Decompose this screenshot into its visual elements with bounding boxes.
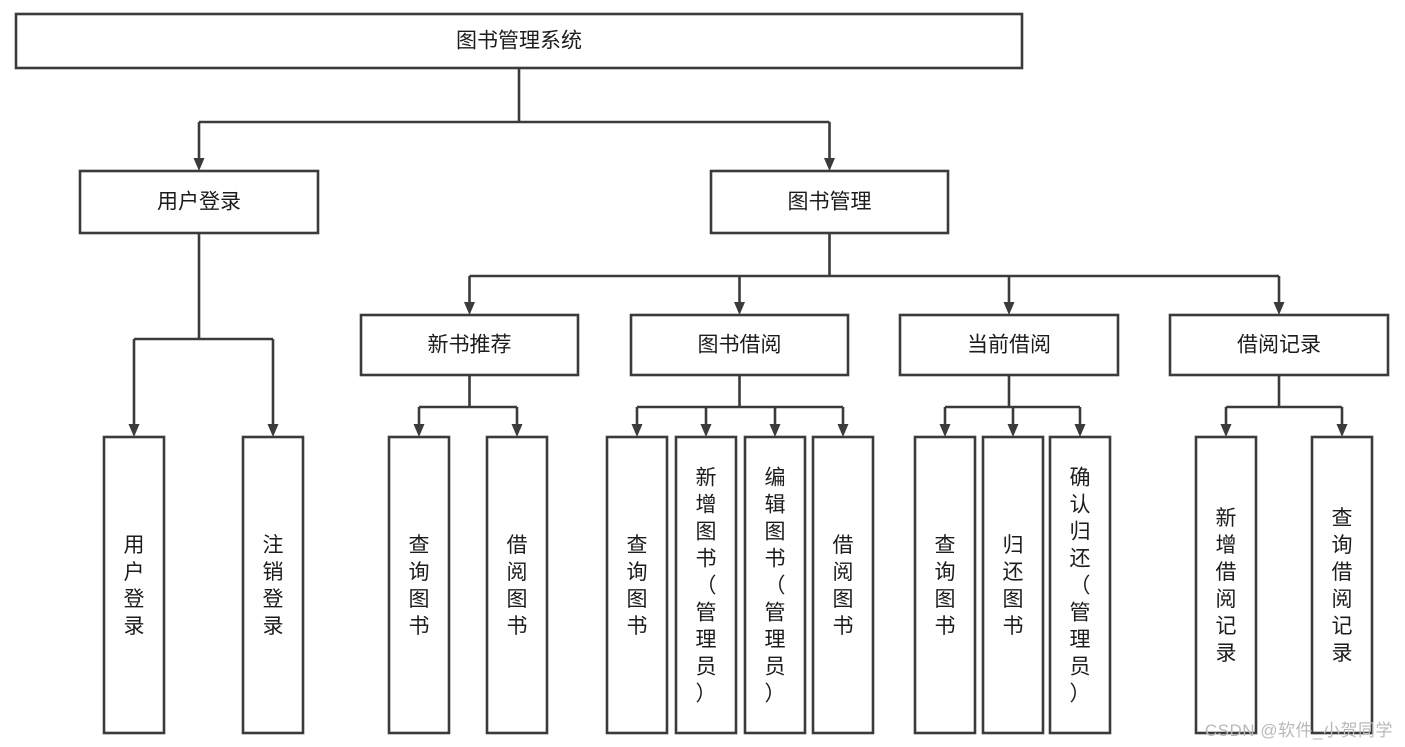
node-box-n_current_borrow[interactable] <box>898 313 1120 377</box>
node-root[interactable]: 图书管理系统 <box>14 12 1024 70</box>
node-box-l_logout[interactable] <box>241 435 305 735</box>
edge-arrowhead <box>193 158 205 171</box>
edge-arrowhead <box>1273 302 1285 315</box>
edge-arrowhead <box>413 424 425 437</box>
node-box-l_user_login[interactable] <box>102 435 166 735</box>
node-box-n_user_login[interactable] <box>78 169 320 235</box>
edge-arrowhead <box>769 424 781 437</box>
node-l_borrow_book_1[interactable]: 借阅图书 <box>485 435 549 735</box>
node-label-n_borrow_record: 借阅记录 <box>1237 334 1321 357</box>
edge-arrowhead <box>700 424 712 437</box>
edge-layer <box>128 68 1348 437</box>
edge-group <box>631 375 849 437</box>
edge-arrowhead <box>824 158 835 171</box>
edge-arrowhead <box>631 424 643 437</box>
node-label-n_book_borrow: 图书借阅 <box>698 334 782 357</box>
edge-arrowhead <box>267 424 279 437</box>
node-box-l_query_record[interactable] <box>1310 435 1374 735</box>
node-box-l_query_book_3[interactable] <box>913 435 977 735</box>
node-label-l_borrow_book_2: 借阅图书 <box>833 534 854 638</box>
edge-arrowhead <box>939 424 951 437</box>
node-n_borrow_record[interactable]: 借阅记录 <box>1168 313 1390 377</box>
node-box-n_book_mgmt[interactable] <box>709 169 950 235</box>
node-box-l_add_record[interactable] <box>1194 435 1258 735</box>
node-l_add_record[interactable]: 新增借阅记录 <box>1194 435 1258 735</box>
edge-arrowhead <box>1336 424 1348 437</box>
node-label-l_query_book_1: 查询图书 <box>409 534 430 638</box>
node-label-l_add_record: 新增借阅记录 <box>1216 507 1237 665</box>
edge-arrowhead <box>837 424 849 437</box>
node-label-l_logout: 注销登录 <box>263 534 284 638</box>
node-box-l_return_book[interactable] <box>981 435 1045 735</box>
edge-arrowhead <box>734 302 745 315</box>
node-label-root: 图书管理系统 <box>456 30 582 53</box>
edge-group <box>464 233 1285 315</box>
node-label-l_user_login: 用户登录 <box>124 534 145 638</box>
node-box-n_borrow_record[interactable] <box>1168 313 1390 377</box>
node-label-n_current_borrow: 当前借阅 <box>967 334 1051 357</box>
edge-arrowhead <box>1003 302 1015 315</box>
node-box-l_edit_book[interactable] <box>743 435 807 735</box>
edge-group <box>128 233 279 437</box>
node-box-l_borrow_book_1[interactable] <box>485 435 549 735</box>
node-label-l_query_book_2: 查询图书 <box>627 534 648 638</box>
node-n_book_mgmt[interactable]: 图书管理 <box>709 169 950 235</box>
watermark-label: CSDN @软件_小贺同学 <box>1204 721 1393 740</box>
node-layer: 图书管理系统用户登录图书管理新书推荐图书借阅当前借阅借阅记录用户登录注销登录查询… <box>14 12 1390 735</box>
node-l_return_book[interactable]: 归还图书 <box>981 435 1045 735</box>
node-box-n_book_borrow[interactable] <box>629 313 850 377</box>
node-label-l_edit_book: 编辑图书（管理员） <box>765 467 786 706</box>
edge-group <box>193 68 835 171</box>
edge-group <box>1220 375 1348 437</box>
node-box-l_add_book[interactable] <box>674 435 738 735</box>
edge-arrowhead <box>1220 424 1232 437</box>
edge-arrowhead <box>1007 424 1019 437</box>
node-n_user_login[interactable]: 用户登录 <box>78 169 320 235</box>
node-l_add_book[interactable]: 新增图书（管理员） <box>674 435 738 735</box>
node-l_user_login[interactable]: 用户登录 <box>102 435 166 735</box>
node-l_edit_book[interactable]: 编辑图书（管理员） <box>743 435 807 735</box>
node-box-l_borrow_book_2[interactable] <box>811 435 875 735</box>
node-label-n_user_login: 用户登录 <box>157 191 241 214</box>
edge-group <box>413 375 523 437</box>
node-label-l_query_book_3: 查询图书 <box>935 534 956 638</box>
node-box-n_new_book_rec[interactable] <box>359 313 580 377</box>
node-n_current_borrow[interactable]: 当前借阅 <box>898 313 1120 377</box>
node-label-l_query_record: 查询借阅记录 <box>1332 507 1353 665</box>
node-box-l_query_book_2[interactable] <box>605 435 669 735</box>
node-box-l_query_book_1[interactable] <box>387 435 451 735</box>
node-box-root[interactable] <box>14 12 1024 70</box>
node-label-l_add_book: 新增图书（管理员） <box>696 467 717 706</box>
node-l_query_book_2[interactable]: 查询图书 <box>605 435 669 735</box>
node-label-l_borrow_book_1: 借阅图书 <box>507 534 528 638</box>
node-l_query_record[interactable]: 查询借阅记录 <box>1310 435 1374 735</box>
edge-group <box>939 375 1086 437</box>
edge-arrowhead <box>464 302 475 315</box>
node-label-l_confirm_return: 确认归还（管理员） <box>1070 467 1091 706</box>
node-l_query_book_1[interactable]: 查询图书 <box>387 435 451 735</box>
node-box-l_confirm_return[interactable] <box>1048 435 1112 735</box>
node-label-n_new_book_rec: 新书推荐 <box>428 334 512 357</box>
node-l_logout[interactable]: 注销登录 <box>241 435 305 735</box>
node-n_book_borrow[interactable]: 图书借阅 <box>629 313 850 377</box>
edge-arrowhead <box>511 424 523 437</box>
node-l_borrow_book_2[interactable]: 借阅图书 <box>811 435 875 735</box>
node-label-l_return_book: 归还图书 <box>1003 534 1024 638</box>
node-label-n_book_mgmt: 图书管理 <box>788 191 872 214</box>
edge-arrowhead <box>1074 424 1086 437</box>
node-n_new_book_rec[interactable]: 新书推荐 <box>359 313 580 377</box>
node-l_confirm_return[interactable]: 确认归还（管理员） <box>1048 435 1112 735</box>
node-l_query_book_3[interactable]: 查询图书 <box>913 435 977 735</box>
edge-arrowhead <box>128 424 140 437</box>
